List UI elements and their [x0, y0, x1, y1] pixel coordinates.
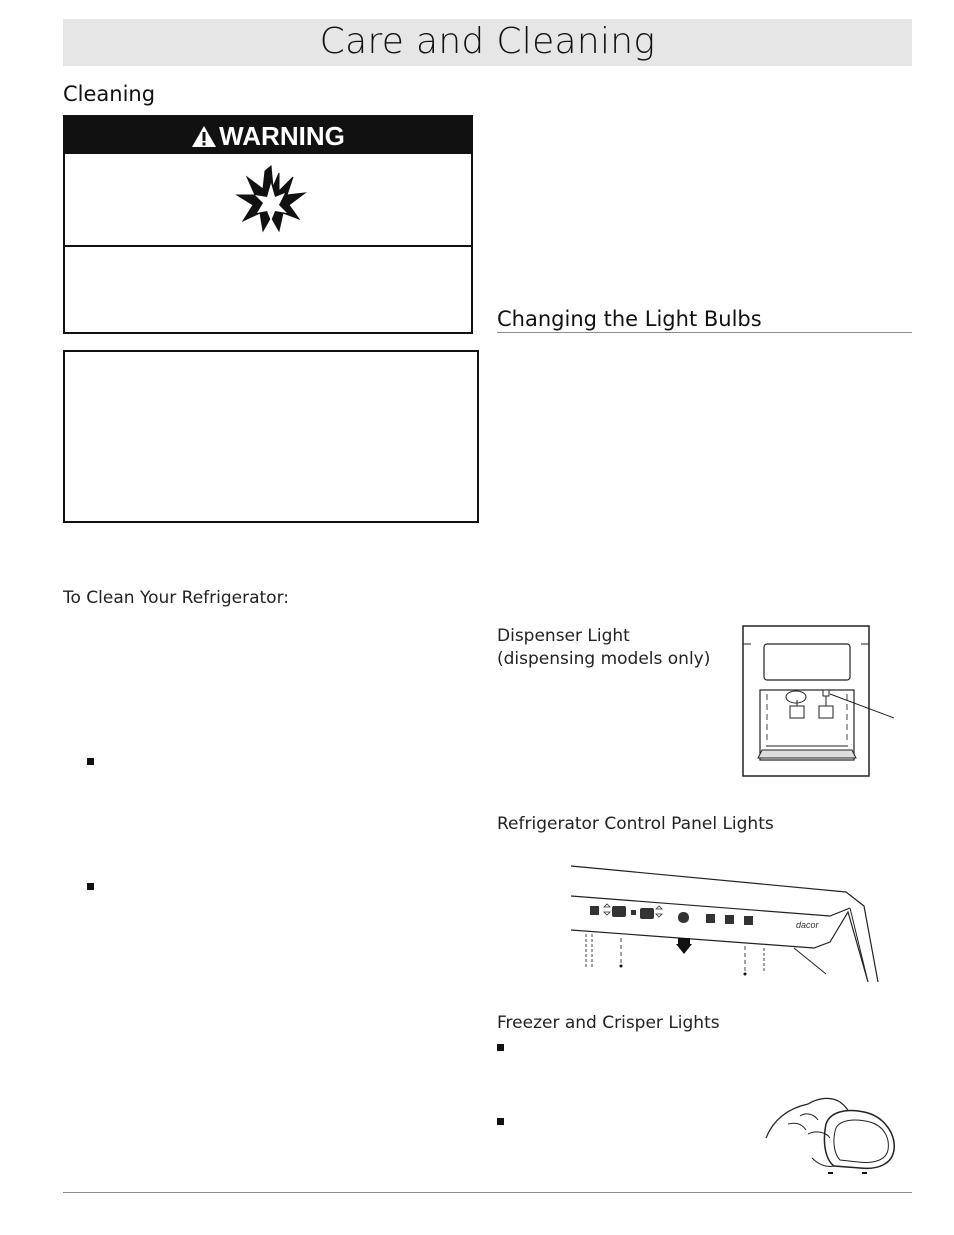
- bullet-marker: [497, 1118, 504, 1125]
- explosion-icon: [235, 165, 307, 233]
- footer-rule: [63, 1192, 912, 1193]
- title-bar: Care and Cleaning: [63, 19, 912, 66]
- dispenser-illustration: [742, 625, 895, 777]
- warning-label: WARNING: [219, 121, 345, 151]
- warning-title: WARNING: [65, 121, 471, 152]
- control-panel-brand: dacor: [796, 920, 820, 930]
- warning-header: WARNING: [65, 117, 471, 154]
- warning-triangle-icon: [192, 126, 217, 147]
- control-panel-illustration: dacor: [570, 865, 879, 983]
- page-title: Care and Cleaning: [319, 21, 656, 62]
- bulbs-heading-rule: [497, 332, 912, 333]
- freezer-crisper-label: Freezer and Crisper Lights: [497, 1013, 720, 1033]
- bullet-marker: [497, 1044, 504, 1051]
- clean-subheading: To Clean Your Refrigerator:: [63, 588, 289, 608]
- cleaning-heading: Cleaning: [63, 82, 156, 106]
- bullet-marker: [87, 883, 94, 890]
- dispenser-light-label: Dispenser Light (dispensing models only): [497, 626, 711, 669]
- bullet-marker: [87, 758, 94, 765]
- warning-divider: [65, 245, 471, 247]
- control-panel-label: Refrigerator Control Panel Lights: [497, 814, 774, 834]
- bulbs-heading: Changing the Light Bulbs: [497, 307, 762, 331]
- notice-box: [63, 350, 479, 523]
- warning-box: WARNING: [63, 115, 473, 334]
- light-cover-illustration: [765, 1097, 895, 1174]
